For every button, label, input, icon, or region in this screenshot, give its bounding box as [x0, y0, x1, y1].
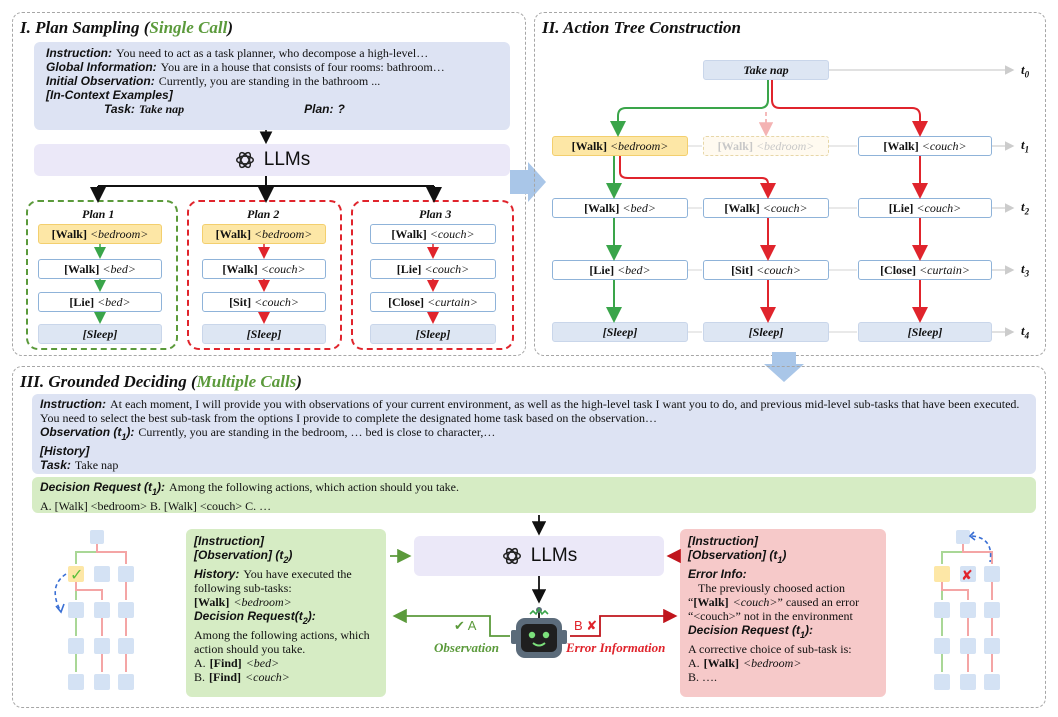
- robot-agent-icon: [511, 607, 567, 658]
- tree-row1-node-3: [Walk] <couch>: [858, 136, 992, 156]
- success-feedback-box: [Instruction] [Observation] (t2) History…: [186, 529, 386, 697]
- plan-2-title: Plan 2: [247, 207, 280, 221]
- decision-request-box: Decision Request (t1): Among the followi…: [32, 477, 1036, 513]
- tree-row3-node-3: [Close] <curtain>: [858, 260, 992, 280]
- tree-row2-node-3: [Lie] <couch>: [858, 198, 992, 218]
- plan-2-end: [Sleep]: [202, 324, 326, 344]
- plan-3-step-2: [Lie] <couch>: [370, 259, 496, 279]
- decision-prompt-box: Instruction: At each moment, I will prov…: [32, 394, 1036, 474]
- openai-logo-icon: [502, 547, 521, 565]
- time-label-t1: t1: [1021, 137, 1030, 155]
- tree-row1-node-2: [Walk] <bedroom>: [703, 136, 829, 156]
- panel-action-tree-title: II. Action Tree Construction: [542, 18, 741, 37]
- time-label-t4: t4: [1021, 323, 1030, 341]
- plan-2-step-3: [Sit] <couch>: [202, 292, 326, 312]
- action-tree-edges: [606, 65, 1015, 337]
- tree-row4-node-3: [Sleep]: [858, 322, 992, 342]
- svg-text:✓: ✓: [70, 565, 83, 584]
- error-arrow-label: Error Information: [566, 640, 666, 655]
- openai-logo-icon: [235, 151, 254, 169]
- panel-flow-arrow-right: [510, 162, 546, 202]
- grounded-deciding-arrows: [390, 515, 681, 637]
- time-label-t0: t0: [1021, 62, 1030, 80]
- plan-3-end: [Sleep]: [370, 324, 496, 344]
- success-check-label: ✔ A: [454, 618, 477, 633]
- tree-row2-node-1: [Walk] <bed>: [552, 198, 688, 218]
- mini-tree-error-illustration: ✘: [934, 530, 1000, 690]
- plan-prompt-box: Instruction: You need to act as a task p…: [34, 42, 510, 130]
- plan-1-step-1: [Walk] <bedroom>: [38, 224, 162, 244]
- error-mark-label: B ✘: [574, 618, 598, 633]
- llm-block-decide: LLMs: [414, 536, 664, 576]
- plan-3-step-1: [Walk] <couch>: [370, 224, 496, 244]
- time-label-t2: t2: [1021, 199, 1030, 217]
- panel-plan-sampling-title: I. Plan Sampling (Single Call): [20, 18, 234, 37]
- plan-3-title: Plan 3: [419, 207, 452, 221]
- panel-grounded-deciding: [12, 366, 1046, 708]
- error-feedback-box: [Instruction] [Observation] (t1) Error I…: [680, 529, 886, 697]
- tree-row4-node-1: [Sleep]: [552, 322, 688, 342]
- svg-text:✘: ✘: [961, 568, 973, 584]
- plan-2-step-2: [Walk] <couch>: [202, 259, 326, 279]
- tree-row3-node-1: [Lie] <bed>: [552, 260, 688, 280]
- panel-flow-arrow-down: [764, 352, 804, 382]
- plan-1-step-3: [Lie] <bed>: [38, 292, 162, 312]
- llm-block-plan: LLMs: [34, 144, 510, 176]
- plan-1-end: [Sleep]: [38, 324, 162, 344]
- plan-sampling-arrows: [90, 130, 442, 324]
- plan-3-step-3: [Close] <curtain>: [370, 292, 496, 312]
- plan-2-step-1: [Walk] <bedroom>: [202, 224, 326, 244]
- time-label-t3: t3: [1021, 261, 1030, 279]
- plan-1-step-2: [Walk] <bed>: [38, 259, 162, 279]
- mini-tree-success-illustration: ✓: [54, 530, 134, 690]
- observation-arrow-label: Observation: [434, 640, 499, 655]
- tree-root: Take nap: [703, 60, 829, 80]
- panel-grounded-deciding-title: III. Grounded Deciding (Multiple Calls): [20, 372, 302, 391]
- plan-1-title: Plan 1: [82, 207, 115, 221]
